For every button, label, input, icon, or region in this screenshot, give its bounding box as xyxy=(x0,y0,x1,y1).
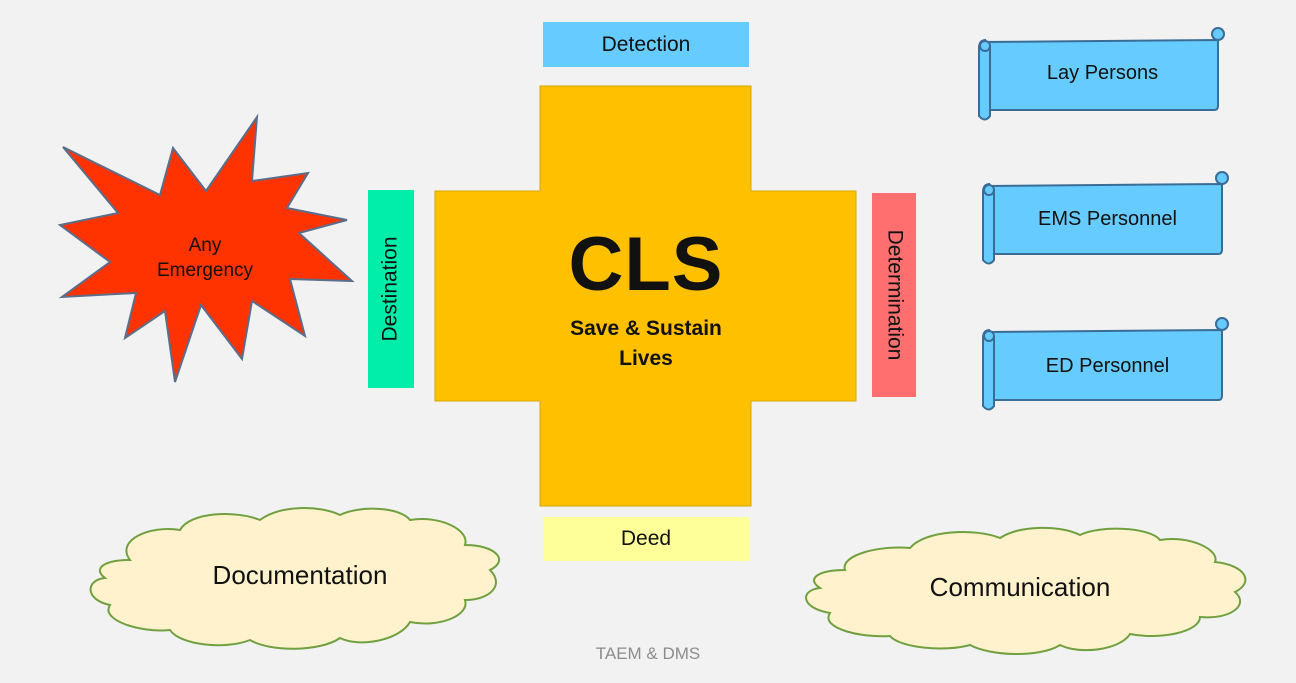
scroll-label-ems-personnel: EMS Personnel xyxy=(1038,208,1177,230)
emergency-line1: Any xyxy=(188,235,222,256)
deed-box: Deed xyxy=(543,517,749,561)
cls-subtitle-line2: Lives xyxy=(619,347,673,370)
communication-label: Communication xyxy=(929,572,1111,602)
deed-label: Deed xyxy=(620,527,672,550)
cls-subtitle: Save & Sustain Lives xyxy=(436,314,856,374)
scroll-banner-ed-personnel xyxy=(982,317,1229,411)
scroll-banner-lay-persons xyxy=(978,27,1225,121)
destination-label: Destination xyxy=(379,236,402,342)
communication-cloud xyxy=(805,526,1247,655)
cls-subtitle-line1: Save & Sustain xyxy=(570,317,722,340)
cls-center-text: CLS Save & Sustain Lives xyxy=(436,220,856,374)
cls-cross xyxy=(434,85,857,507)
footer-text: TAEM & DMS xyxy=(595,644,701,663)
destination-box: Destination xyxy=(368,190,414,388)
scroll-label-ed-personnel: ED Personnel xyxy=(1045,355,1170,377)
emergency-line2: Emergency xyxy=(156,260,254,281)
documentation-label: Documentation xyxy=(212,560,388,590)
determination-box: Determination xyxy=(872,193,916,397)
scroll-label-lay-persons: Lay Persons xyxy=(1046,62,1159,84)
detection-label: Detection xyxy=(601,32,691,56)
documentation-cloud xyxy=(89,507,501,650)
detection-box: Detection xyxy=(543,22,749,67)
emergency-label: Any Emergency xyxy=(120,228,290,288)
cls-title: CLS xyxy=(568,222,724,307)
emergency-burst-icon xyxy=(57,113,355,383)
scroll-banner-ems-personnel xyxy=(982,171,1229,265)
determination-label: Determination xyxy=(883,229,907,361)
